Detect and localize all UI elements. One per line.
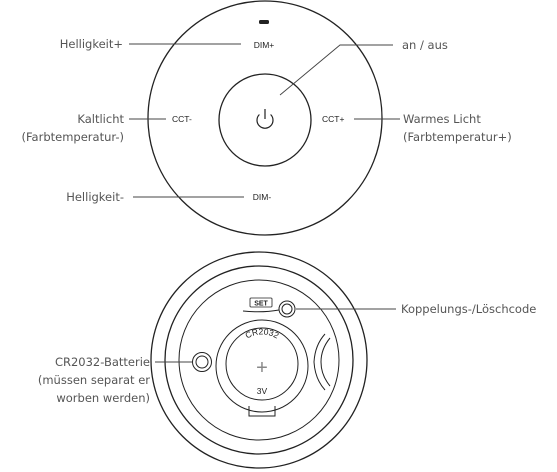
- screw-icon: [192, 352, 212, 372]
- battery-model-label: CR2032: [244, 326, 281, 340]
- set-button-frame: [249, 297, 273, 308]
- dim-plus-button[interactable]: DIM+: [254, 40, 275, 50]
- set-button-arm: [242, 309, 280, 313]
- remote-back-outer-ring: [150, 251, 368, 469]
- battery-holder-outline: [215, 319, 309, 413]
- cct-minus-button[interactable]: CCT-: [172, 114, 192, 124]
- remote-back-inner-ring: [178, 279, 340, 441]
- set-button-knob: [278, 300, 296, 318]
- label-warm-light-line1: Warmes Licht: [403, 112, 481, 126]
- label-pairing: Koppelungs-/Löschcode: [401, 302, 536, 316]
- led-indicator-icon: [259, 20, 269, 24]
- label-battery-line2: (müssen separat er: [38, 373, 150, 387]
- label-cold-light-line1: Kaltlicht: [77, 112, 124, 126]
- label-warm-light-line2: (Farbtemperatur+): [403, 130, 512, 144]
- label-cold-light-line2: (Farbtemperatur-): [22, 130, 124, 144]
- power-icon: [256, 109, 274, 129]
- label-battery-line3: worben werden): [56, 391, 150, 405]
- remote-front: DIM+ DIM- CCT- CCT+ Helligkeit+ Helligke…: [22, 0, 512, 236]
- remote-back-middle-ring: [164, 265, 354, 455]
- battery-holder: CR2032 + 3V: [215, 319, 309, 417]
- remote-back: CR2032 + 3V SET Koppelungs-/Löschcode CR…: [38, 251, 536, 469]
- battery-clip: [248, 406, 276, 417]
- release-tab: [313, 333, 331, 391]
- label-power: an / aus: [402, 38, 448, 52]
- battery-cr2032: [225, 327, 299, 401]
- cct-plus-button[interactable]: CCT+: [322, 114, 344, 124]
- set-button-knob-inner: [281, 303, 293, 315]
- set-button[interactable]: SET: [242, 297, 296, 318]
- remote-front-body: [147, 0, 383, 236]
- battery-voltage-label: 3V: [257, 386, 268, 396]
- power-button[interactable]: [218, 73, 312, 167]
- label-battery-line1: CR2032-Batterie: [55, 355, 150, 369]
- battery-plus-icon: +: [256, 357, 268, 379]
- dim-minus-button[interactable]: DIM-: [253, 192, 272, 202]
- set-button-label: SET: [254, 301, 268, 308]
- leader-line-power: [279, 44, 393, 96]
- label-brightness-up: Helligkeit+: [60, 37, 123, 51]
- label-brightness-down: Helligkeit-: [66, 190, 124, 204]
